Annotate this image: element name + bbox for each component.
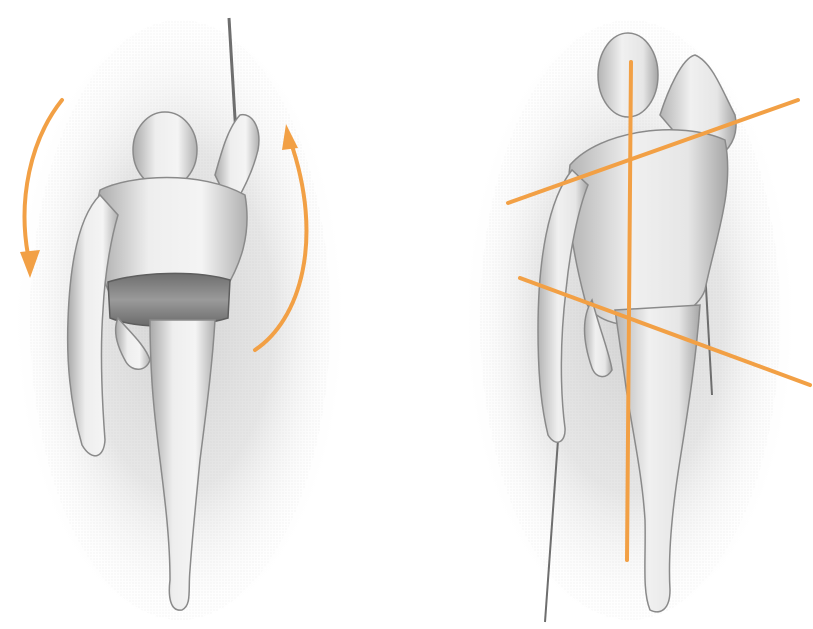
head (133, 112, 197, 188)
pelvis-band (108, 273, 230, 326)
front-view-panel (10, 5, 350, 629)
head (598, 33, 658, 117)
back-view-panel (460, 5, 810, 629)
